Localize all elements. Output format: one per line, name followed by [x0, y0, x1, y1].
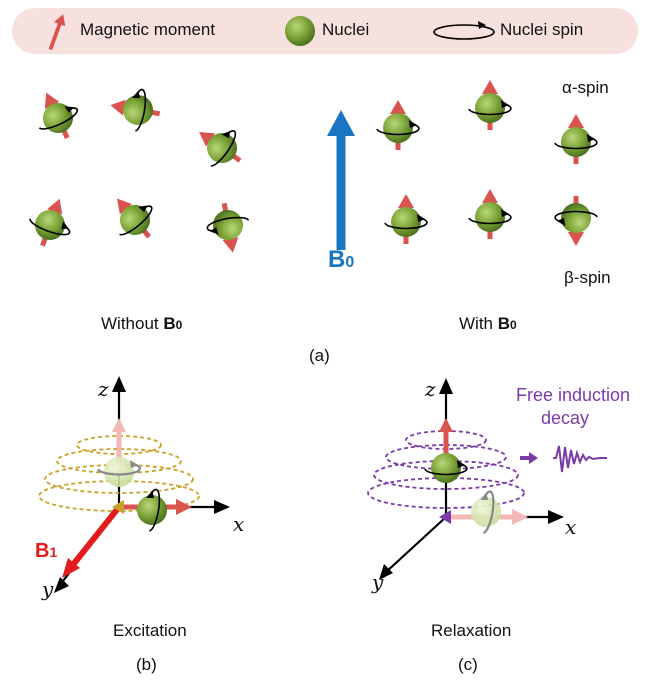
random-nucleus-3 [187, 115, 252, 178]
fid-label-line1: Free induction [516, 385, 631, 405]
legend-magnetic-moment-label: Magnetic moment [80, 20, 216, 39]
relaxation-title: Relaxation [431, 621, 512, 640]
relaxation-x-axis-label: x [565, 515, 577, 539]
with-b0-caption: With B0 [459, 314, 517, 333]
panel-a-caption: (a) [309, 346, 330, 365]
excitation-faded-nucleus [96, 418, 142, 487]
aligned-nucleus-2 [469, 80, 511, 130]
relaxation-y-axis-label: y [372, 570, 384, 594]
b0-label: B0 [328, 246, 355, 273]
random-nucleus-4 [23, 192, 79, 253]
fid-decay-wave [553, 445, 607, 473]
b0-field-arrow [327, 110, 355, 250]
alpha-spin-label: α-spin [562, 78, 609, 97]
excitation-z-axis-label: z [98, 377, 109, 401]
without-b0-caption: Without B0 [101, 314, 183, 333]
random-nucleus-6 [204, 200, 254, 257]
excitation-tipped-nucleus [112, 487, 192, 533]
aligned-nucleus-4 [385, 194, 427, 244]
fid-small-arrow [520, 452, 538, 464]
panel-b-caption: (b) [136, 655, 157, 674]
relaxation-axes [384, 390, 552, 574]
random-nucleus-1 [27, 84, 86, 147]
aligned-nucleus-3 [555, 114, 597, 164]
nuclei-icon [285, 16, 315, 46]
aligned-nucleus-5 [469, 189, 511, 239]
excitation-y-axis-label: y [42, 577, 54, 601]
random-nucleus-5 [101, 185, 165, 250]
magnetic-moment-icon [42, 10, 71, 54]
panel-c-caption: (c) [458, 655, 478, 674]
legend-nuclei-spin-label: Nuclei spin [500, 20, 584, 39]
fid-label-line2: decay [541, 408, 590, 428]
relaxation-z-axis-label: z [425, 377, 436, 401]
aligned-nucleus-6 [555, 196, 597, 246]
random-nucleus-2 [107, 85, 164, 135]
legend-bar [12, 8, 638, 54]
beta-spin-label: β-spin [564, 268, 611, 287]
relaxation-faded-nucleus [439, 488, 528, 535]
b1-field-arrow [62, 505, 122, 578]
excitation-x-axis-label: x [233, 512, 245, 536]
nuclei-spin-icon [433, 21, 495, 40]
aligned-nucleus-1 [377, 100, 419, 150]
b1-label: B1 [35, 540, 58, 562]
legend-nuclei-label: Nuclei [322, 20, 370, 39]
excitation-title: Excitation [113, 621, 187, 640]
relaxation-aligned-nucleus [424, 418, 468, 483]
